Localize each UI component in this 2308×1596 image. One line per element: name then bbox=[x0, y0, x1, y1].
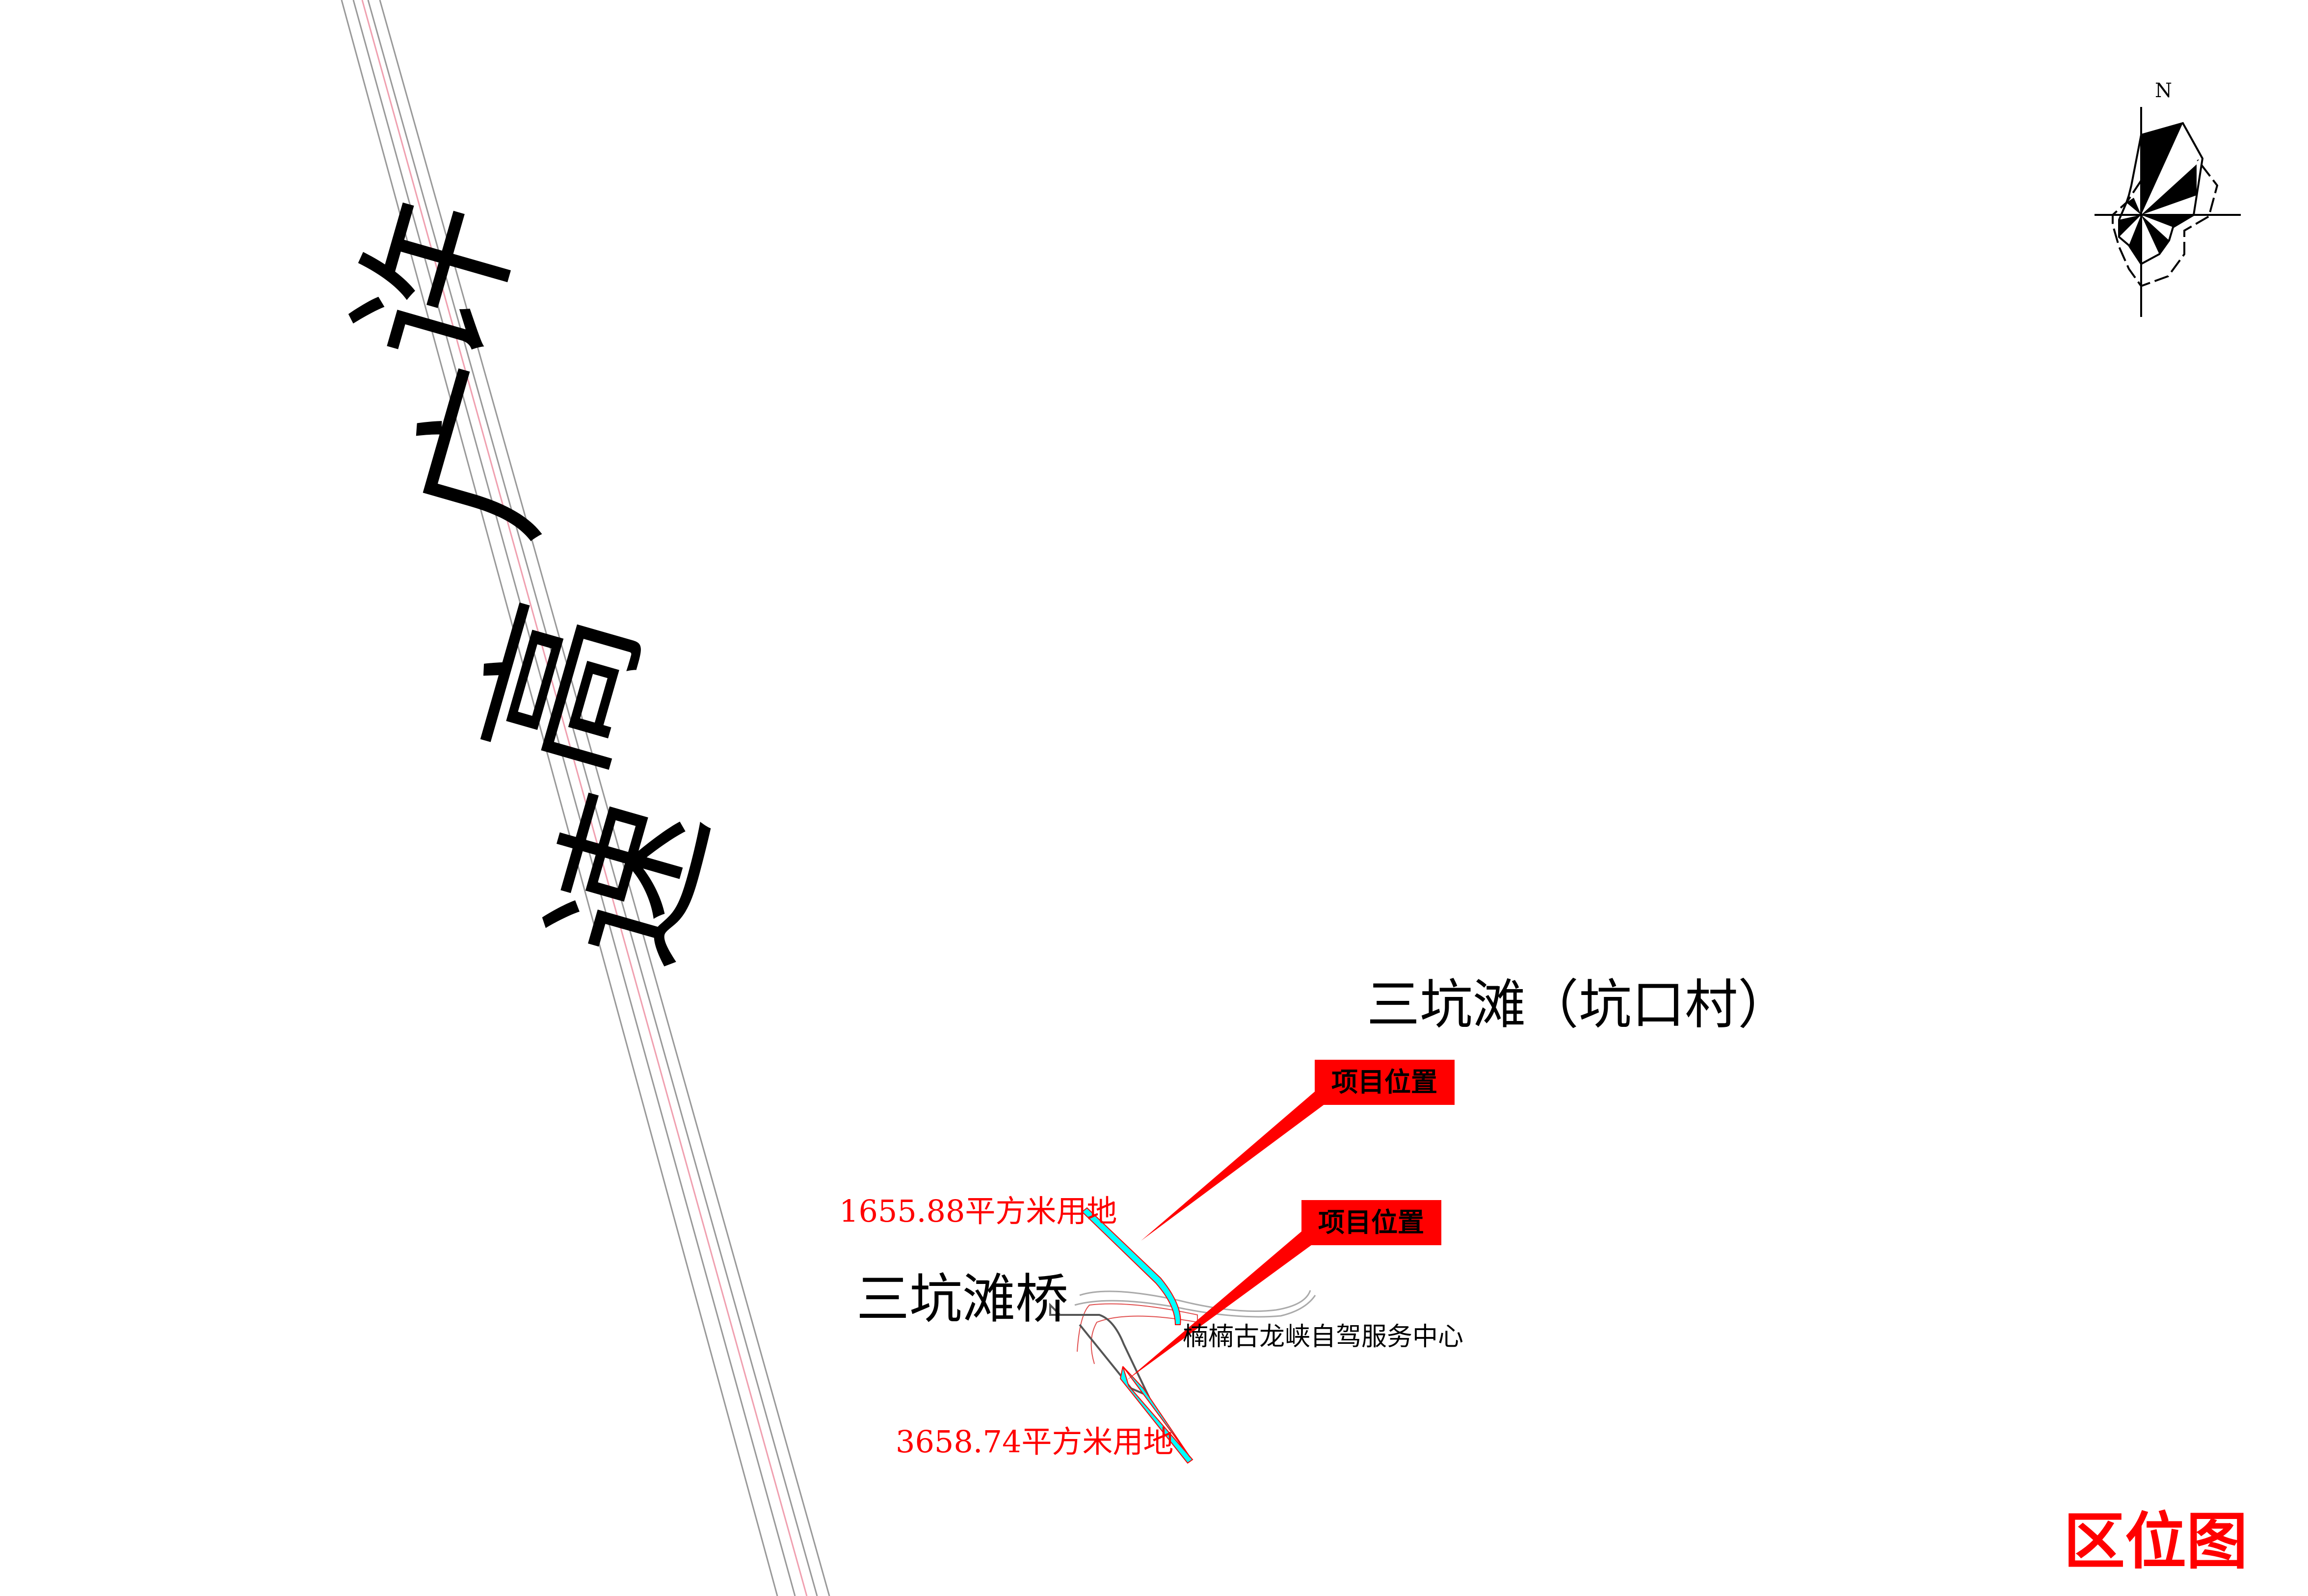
parcel-area-label: 1655.88平方米用地 bbox=[839, 1193, 1117, 1229]
highway-center-line bbox=[361, 0, 808, 1596]
parcel-1655 bbox=[1081, 1207, 1181, 1325]
road-line bbox=[1049, 1303, 1151, 1398]
map-title: 区位图 bbox=[2064, 1506, 2248, 1577]
wind-rose-dashed bbox=[2112, 159, 2219, 288]
callout-label: 项目位置 bbox=[1318, 1206, 1424, 1238]
wind-rose-sectors bbox=[2119, 123, 2197, 264]
north-label: N bbox=[2155, 79, 2172, 102]
callout-pointer bbox=[1126, 1231, 1311, 1381]
bridge-label: 三坑滩桥 bbox=[856, 1269, 1068, 1330]
highway-char: 广 bbox=[379, 349, 605, 556]
road-line bbox=[1074, 1295, 1316, 1318]
callout-label: 项目位置 bbox=[1331, 1066, 1437, 1098]
road-boundary bbox=[1077, 1303, 1198, 1364]
compass-rose: N bbox=[2095, 79, 2241, 317]
highway-edge-line bbox=[367, 0, 818, 1596]
highway-name: 许 广 高 速 bbox=[323, 180, 743, 983]
wind-rose-outline bbox=[2118, 122, 2204, 265]
highway-char: 速 bbox=[517, 776, 743, 983]
village-label: 三坑滩（坑口村） bbox=[1367, 974, 1791, 1036]
highway-edge-line bbox=[341, 0, 778, 1596]
service-center-label: 楠楠古龙峡自驾服务中心 bbox=[1183, 1322, 1463, 1352]
highway-edge-line bbox=[352, 0, 796, 1596]
callout-pointer bbox=[1141, 1092, 1325, 1241]
parcel-3658 bbox=[1119, 1366, 1194, 1464]
callout-box bbox=[1315, 1060, 1455, 1105]
parcel-area-label: 3658.74平方米用地 bbox=[896, 1424, 1173, 1460]
highway-edge-line bbox=[379, 0, 830, 1596]
highway-lines bbox=[341, 0, 830, 1596]
highway-char: 高 bbox=[448, 584, 674, 792]
callout-box bbox=[1301, 1200, 1441, 1245]
